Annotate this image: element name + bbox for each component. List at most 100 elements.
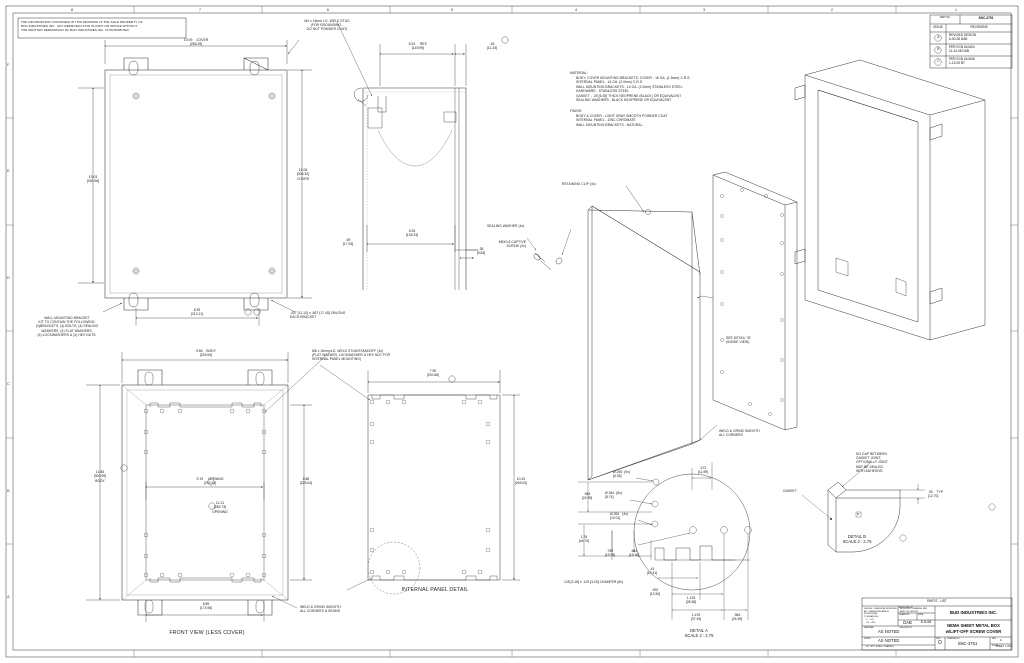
do-not-scale-note: DO NOT SCALE DRAWING [866, 646, 894, 648]
material-value: AS NOTED [878, 629, 900, 634]
zone-label-left-d: D [7, 275, 10, 280]
zone-label-left-a: A [7, 594, 10, 599]
dim-cover-height-right: 12.06 [306.32] COVER [296, 168, 310, 181]
finish-label: FINISH [864, 638, 871, 640]
dim-a-1125: 1.125 [28.58] [685, 596, 697, 605]
zone-label-left-e: E [7, 168, 10, 173]
zone-label-top-8: 8 [70, 7, 74, 12]
dim-panel-width: 7.90 [200.66] [426, 369, 440, 378]
callout-captive-screw: M5X0.8 CAPTIVE SCREW (4x) [498, 240, 526, 249]
material-note-2: WALL MOUNTING BRACKETS - 14 GA. (2.0mm) … [576, 84, 683, 89]
zone-label-left-b: B [7, 488, 10, 493]
material-note-4: GASKET - .25 [6.35] THICK NEOPRENE (BLAC… [576, 93, 682, 98]
dim-side-ref: 5.91 REF. [149.99] [408, 42, 428, 51]
dim-opening-height: 11.21 [284.73] OPENING [212, 501, 228, 514]
date-value: 5-5-08 [920, 620, 932, 624]
zone-label-top-3: 3 [702, 7, 706, 12]
callout-weld-grind-iso: WELD & GRIND SMOOTH ALL CORNERS [719, 429, 760, 438]
finish-note-1: INTERNAL PANEL - ZINC CHROMATE [576, 118, 636, 122]
dim-a-492: .492 [12.50] [649, 588, 661, 597]
revision-header-revisions: REVISIONS [970, 25, 988, 29]
drawing-number: SNC-3751 [957, 641, 978, 646]
dim-a-787: .787 [19.99] [604, 549, 616, 558]
tolerance-note: UNLESS OTHERWISE SPECIFIED ALL DIMENSION… [864, 608, 897, 624]
dim-body-886: 8.86 [225.04] [299, 477, 313, 486]
internal-panel-title: INTERNAL PANEL DETAIL [401, 587, 469, 593]
size-value: D [938, 640, 942, 646]
material-notes-title: MATERIAL: [570, 71, 588, 75]
revision-header-issue: ISSUE [933, 25, 943, 29]
sheet-label: SHEET 1 OF 1 [996, 645, 1013, 648]
finish-note-2: WALL MOUNTING BRACKETS - NATURAL [576, 122, 643, 127]
revision-text-c: PER ECN #10446 1-13-09 BT [949, 57, 975, 65]
parts-list-header: PARTS LIST [927, 599, 947, 603]
dim-hole-344: Ø.344 (8x) [8.74] [605, 491, 622, 500]
dim-a-984-left: .984 [24.99] [581, 492, 593, 501]
dim-cover-width: 10.09 COVER [256.29] [183, 38, 209, 47]
dim-body-width: 9.84 BODY [249.94] [196, 349, 216, 358]
dim-a-472: .472 [11.99] [697, 466, 709, 475]
callout-weld-grind-front: WELD & GRIND SMOOTH ALL CORNERS & SEAMS [300, 605, 341, 614]
size-label: SIZE [936, 638, 941, 640]
dim-side-38: .38 [9.53] [476, 247, 486, 256]
revision-issue-c: C [937, 59, 940, 63]
dim-body-height: 11.85 [300.99] BODY [93, 470, 107, 483]
drawn-by-value: DAB [903, 620, 912, 625]
zone-label-left-f: F [7, 62, 10, 67]
dim-panel-height: 10.43 [265.00] [514, 477, 528, 486]
scale-label: SCALE [992, 645, 999, 647]
callout-gasket: GASKET [783, 489, 797, 493]
material-note-3: HARDWARE - STAINLESS STEEL [576, 89, 630, 93]
drawing-title: NEMA SHEET METAL BOX w/LIFT-OFF SCREW CO… [945, 623, 1002, 634]
dim-a-176: 1.76 [44.70] [578, 535, 590, 544]
finish-notes-title: FINISH: [570, 109, 583, 113]
dim-side-69: .69 [17.53] [342, 238, 354, 247]
proprietary-note: THE INFORMATION CONTAINED IN THIS DRAWIN… [21, 20, 143, 32]
material-label: MATERIAL [864, 627, 874, 629]
approved-by-label: APPROVED BY [899, 607, 914, 609]
dim-a-chamfer: .125 [3.18] x .125 [3.18] CHAMFER (8x) [563, 580, 624, 584]
dim-front-bottom: 6.89 [174.96] [199, 602, 213, 611]
interpret-note: INTERPRET DRAWING PER ANSI Y14.5M-1982 [900, 608, 928, 613]
zone-label-top-5: 5 [450, 7, 454, 12]
detail-a-title: DETAIL A SCALE 2 : 2.75 [684, 628, 714, 639]
zone-label-top-6: 6 [326, 7, 330, 12]
finish-value: AS NOTED [878, 638, 900, 643]
revision-text-a: REVISED DESIGN 6-30-08 DAB [949, 33, 977, 41]
revision-text-b: PER ECN #10404 11-24-08 DAB [949, 45, 975, 53]
zone-label-top-4: 4 [574, 7, 578, 12]
dim-a-1476: 1.476 [37.49] [690, 613, 702, 622]
dim-hole-394: Ø.394 (4x) [10.01] [610, 512, 628, 521]
drawn-by-label: DRAWN BY [899, 614, 910, 616]
callout-weld-stud-standoff: M8 x 16mm LG. WELD STUD/STANDOFF (4x) (F… [312, 349, 391, 362]
detail-b-title: DETAIL B SCALE 2 : 2.75 [842, 534, 872, 545]
dim-a-41: .41 [10.41] [646, 567, 658, 576]
rev-value: C [999, 638, 1003, 642]
company-name: BUD INDUSTRIES INC. [949, 610, 998, 615]
rev-label: REV [992, 638, 996, 640]
dim-cover-height-left: 13.03 [330.96] [86, 175, 100, 184]
dim-hole-250: Ø.250 (9x) [6.35] [613, 470, 630, 479]
zone-label-top-1: 1 [954, 7, 958, 12]
revision-part-label: PART NO. [939, 17, 951, 19]
revision-issue-b: B [937, 47, 940, 51]
material-note-1: INTERNAL PANEL - 14 GA. (2.0mm) C.R.S. [576, 80, 644, 84]
material-note-0: BODY, COVER MOUNTING BRACKETS, COVER - 1… [576, 75, 691, 80]
callout-wall-bracket-kit: WALL MOUNTING BRACKET KIT TO CONTAIN THE… [35, 316, 99, 337]
material-note-5: SEALING WASHERS - BLACK NEOPRENE OR EQUI… [576, 98, 672, 102]
callout-see-detail-b: SEE DETAIL "B" (INSIDE VIEW) [726, 336, 752, 345]
zone-label-top-7: 7 [198, 7, 202, 12]
dim-opening-width: 9.19 OPENING [233.43] [196, 477, 224, 486]
zone-label-top-2: 2 [830, 7, 834, 12]
drawing-no-label: DRAWING NO. [947, 638, 960, 640]
dim-b-50: .50 TYP. [12.70] [928, 490, 944, 499]
revision-part-number: SNC-3751 [978, 16, 994, 20]
dim-side-45: .45 [11.43] [486, 42, 498, 51]
callout-sealing-washer: SEALING WASHER (4x) [487, 224, 525, 228]
dim-side-533: 5.33 [135.33] [405, 229, 419, 238]
date-label: DATE [918, 614, 924, 616]
dim-bracket-span: 8.39 [213.11] [190, 308, 203, 317]
callout-no-gap: NO GAP BETWEEN GASKET JOINT, OPTIONALLY … [856, 452, 888, 473]
